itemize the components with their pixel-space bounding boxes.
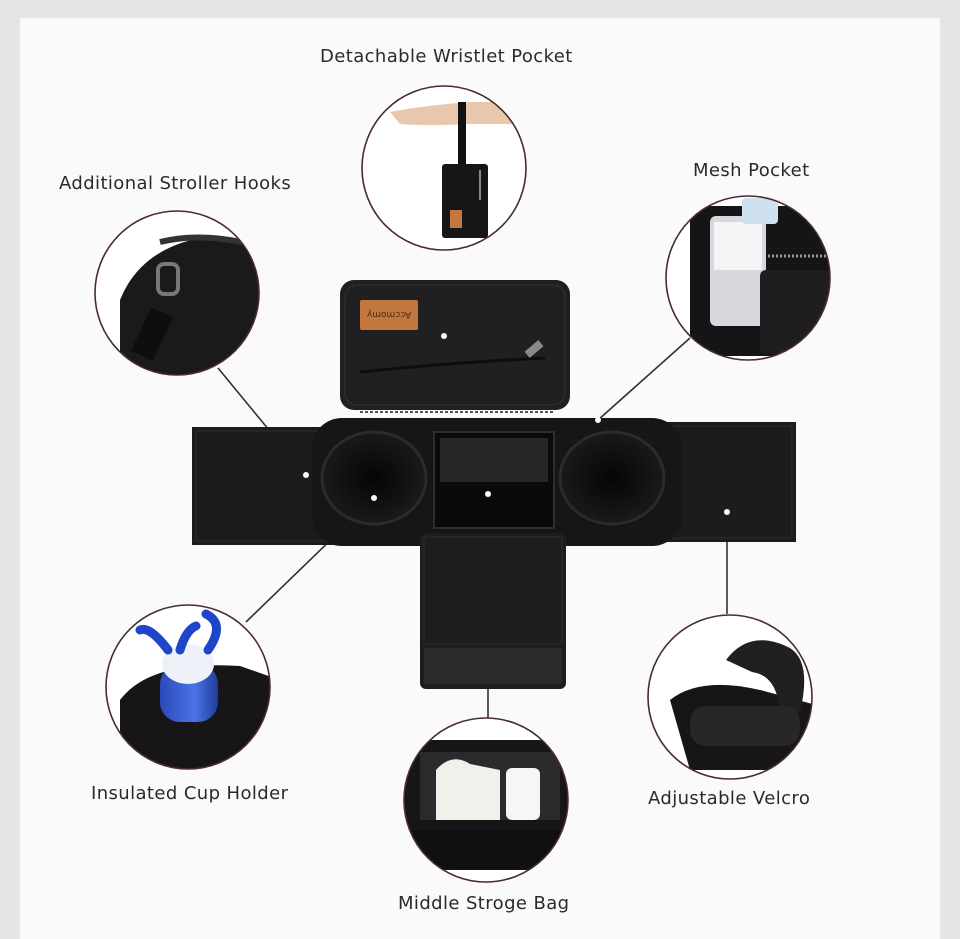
stroller-hooks-detail: [94, 210, 260, 376]
label-cup-holder: Insulated Cup Holder: [91, 783, 289, 804]
cup-holder-detail: [105, 604, 271, 770]
velcro-detail: [647, 614, 813, 780]
wristlet-pocket-detail: [361, 85, 527, 251]
middle-bag-detail: [403, 717, 569, 883]
brand-patch-text: Accmomy: [366, 309, 411, 319]
label-mesh-pocket: Mesh Pocket: [693, 160, 810, 181]
label-wristlet-pocket: Detachable Wristlet Pocket: [320, 46, 573, 67]
label-velcro: Adjustable Velcro: [648, 788, 811, 809]
label-middle-bag: Middle Stroge Bag: [398, 893, 570, 914]
mesh-pocket-detail: [665, 195, 831, 361]
label-stroller-hooks: Additional Stroller Hooks: [59, 173, 292, 194]
organizer-body: Accmomy: [192, 280, 796, 689]
